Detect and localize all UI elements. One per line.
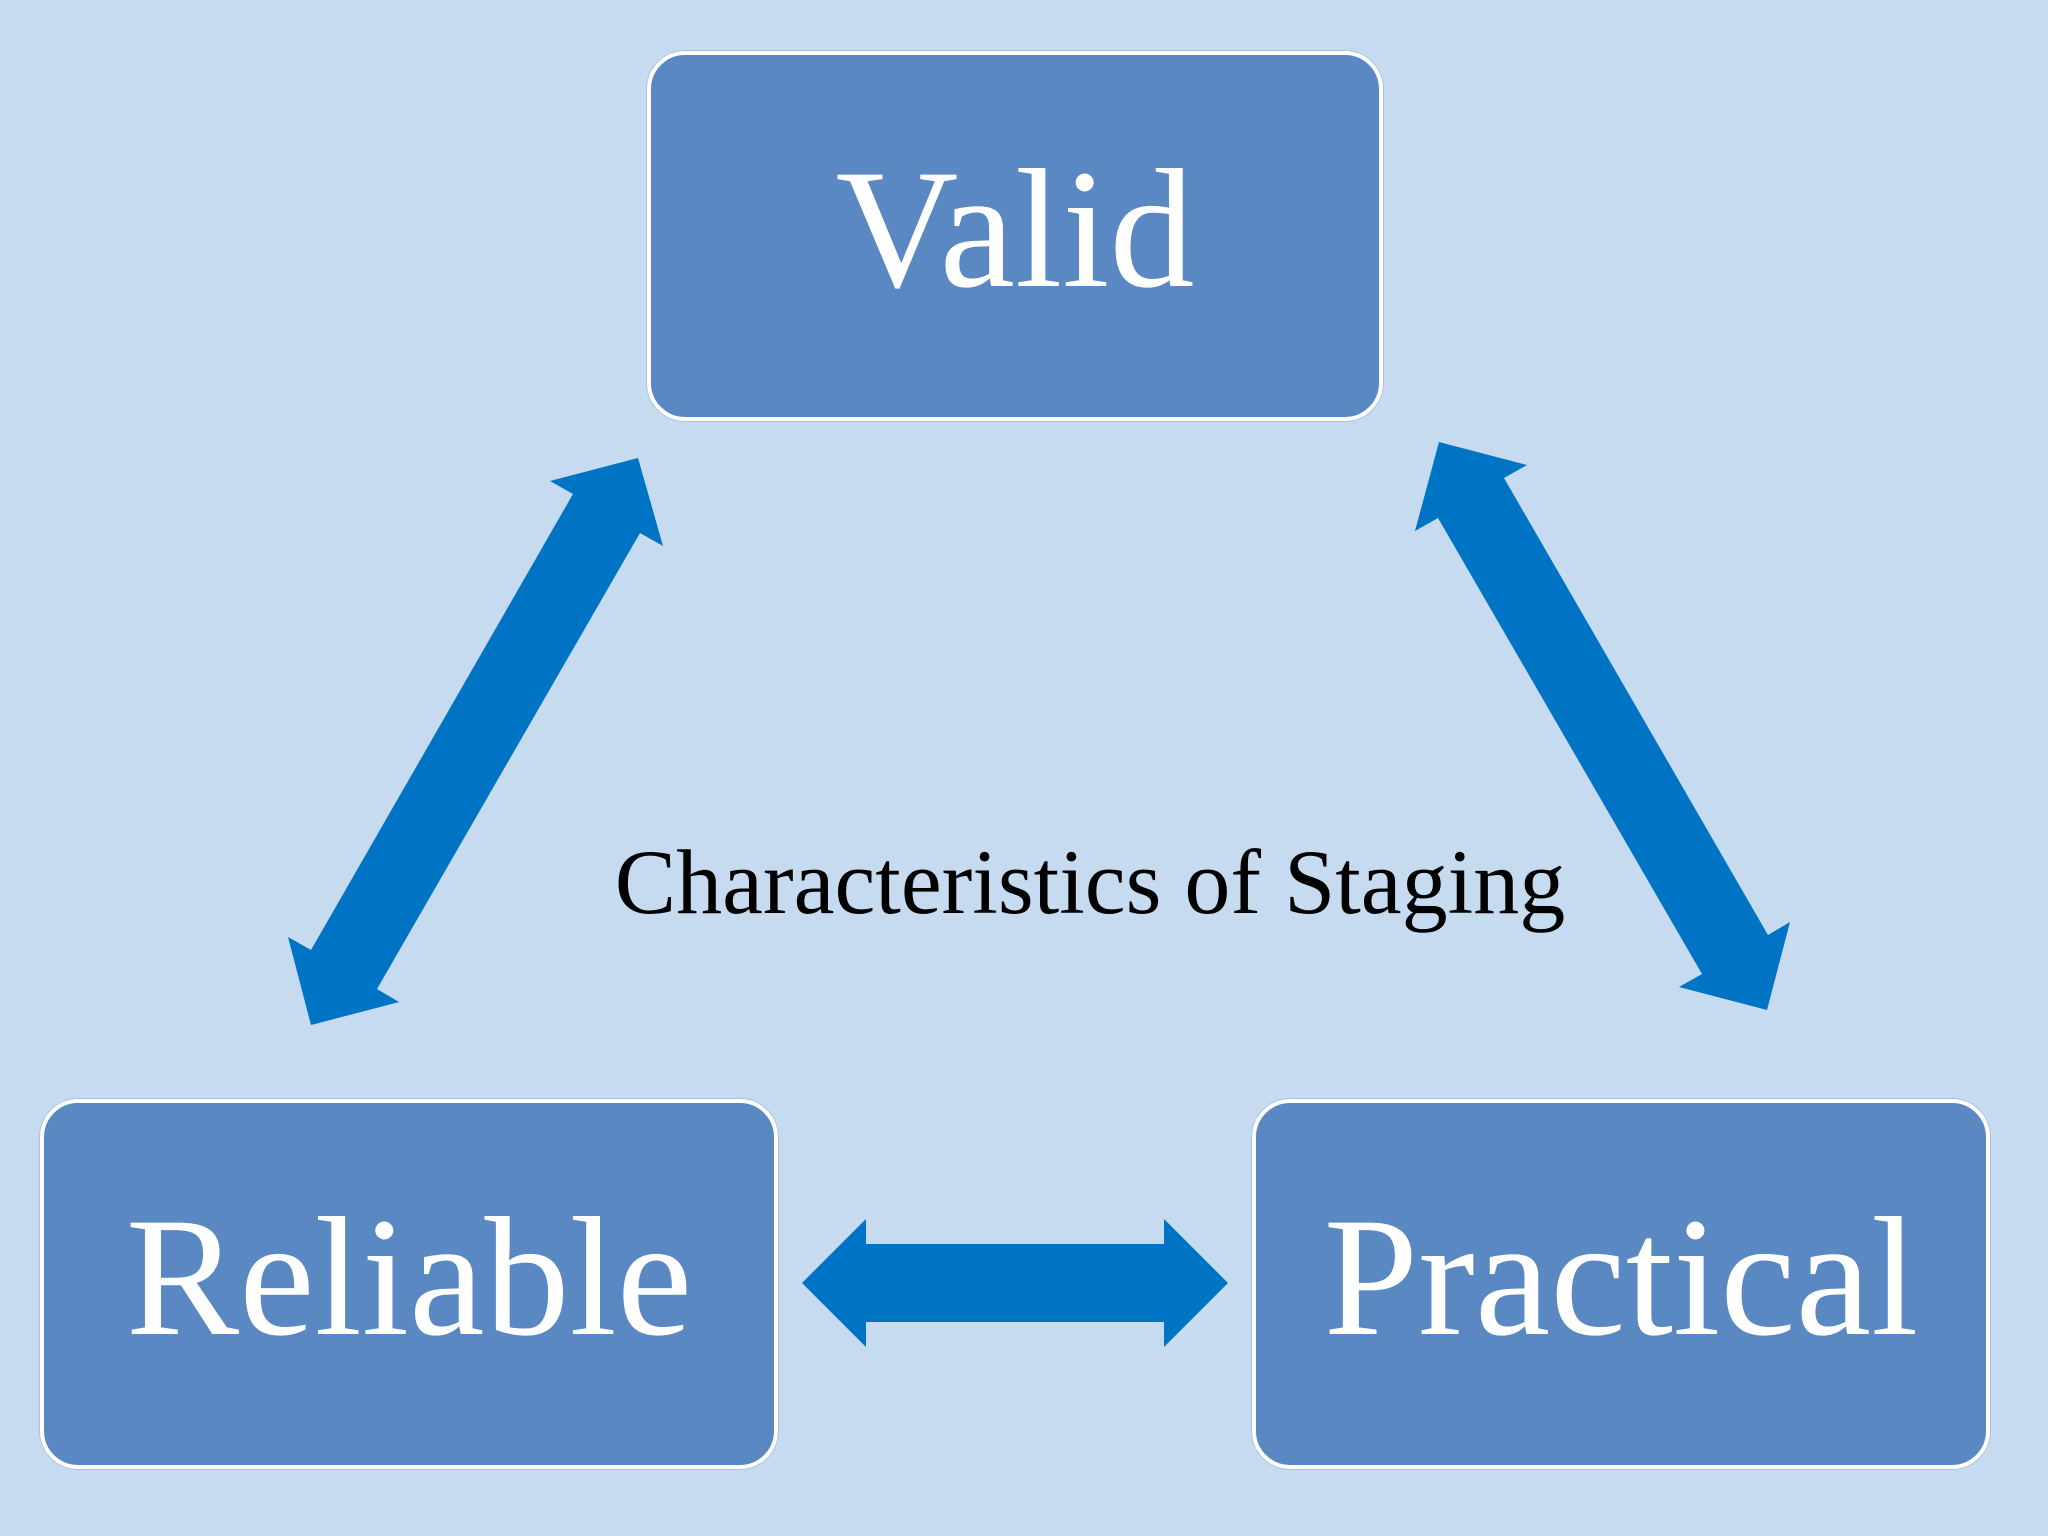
node-reliable: Reliable	[40, 1099, 778, 1469]
node-valid: Valid	[647, 51, 1383, 421]
node-practical-label: Practical	[1323, 1183, 1919, 1371]
arrow-reliable-practical	[802, 1219, 1228, 1347]
node-practical: Practical	[1252, 1099, 1990, 1469]
node-valid-label: Valid	[835, 135, 1195, 323]
arrow-valid-reliable	[288, 458, 663, 1025]
node-reliable-label: Reliable	[125, 1183, 693, 1371]
diagram-title: Characteristics of Staging	[614, 831, 1566, 933]
arrow-valid-practical	[1415, 442, 1790, 1010]
